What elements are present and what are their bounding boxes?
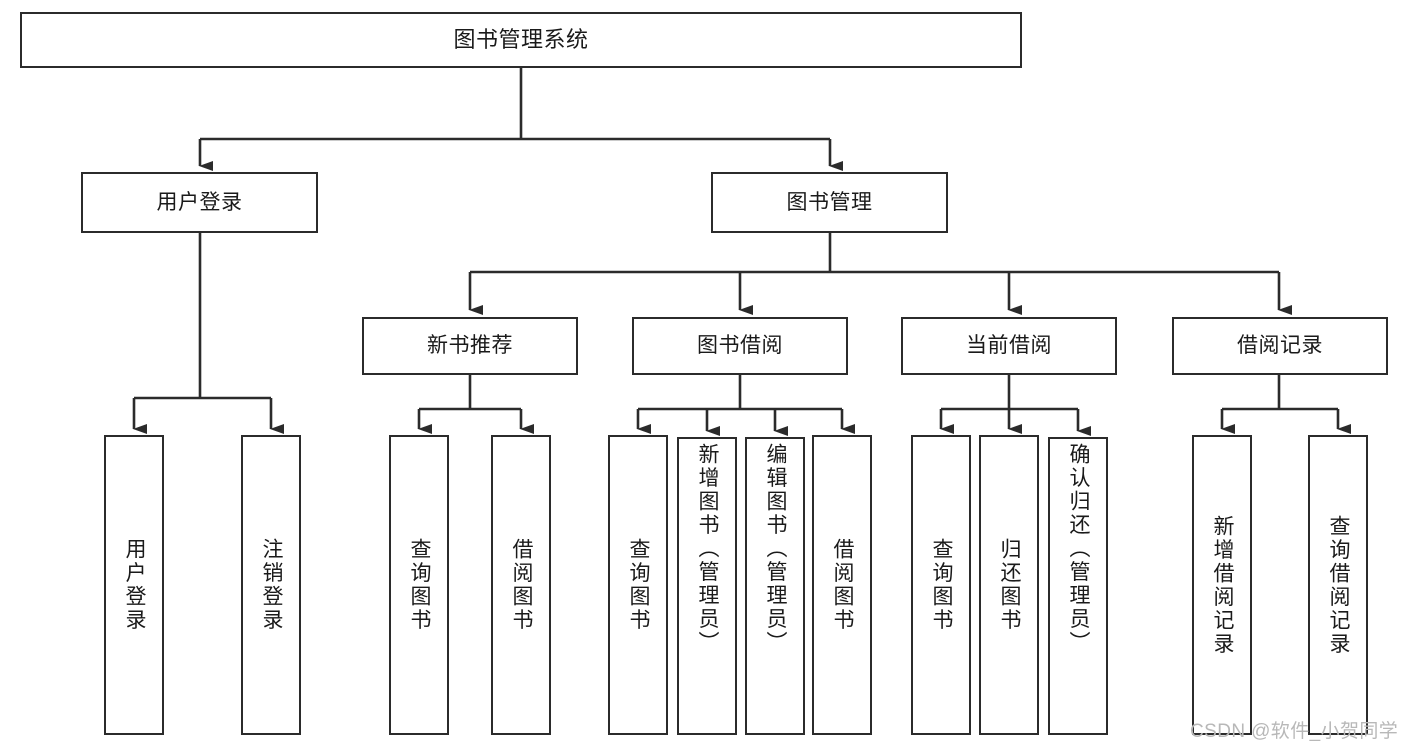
node-leaf-query-record-label: 查询借阅记录 <box>1327 514 1351 656</box>
node-leaf-logout[interactable]: 注销登录 <box>241 435 301 735</box>
node-book-manage-label: 图书管理 <box>786 190 873 214</box>
node-current-borrow[interactable]: 当前借阅 <box>901 317 1117 375</box>
node-user-login-label: 用户登录 <box>156 190 243 214</box>
node-book-manage[interactable]: 图书管理 <box>711 172 948 233</box>
node-leaf-query-book-3[interactable]: 查询图书 <box>911 435 971 735</box>
node-leaf-user-login[interactable]: 用户登录 <box>104 435 164 735</box>
node-leaf-query-book-2[interactable]: 查询图书 <box>608 435 668 735</box>
node-leaf-add-record-label: 新增借阅记录 <box>1211 514 1235 656</box>
node-leaf-edit-book[interactable]: 编辑图书（管理员） <box>745 437 805 735</box>
node-leaf-edit-book-label: 编辑图书（管理员） <box>764 443 788 655</box>
csdn-watermark: CSDN @软件_小贺同学 <box>1190 721 1399 742</box>
node-leaf-add-record[interactable]: 新增借阅记录 <box>1192 435 1252 735</box>
node-borrow-record[interactable]: 借阅记录 <box>1172 317 1388 375</box>
node-leaf-user-login-label: 用户登录 <box>123 538 147 632</box>
node-new-book-recommend-label: 新书推荐 <box>427 334 513 358</box>
node-book-borrow[interactable]: 图书借阅 <box>632 317 848 375</box>
node-root-label: 图书管理系统 <box>453 26 589 52</box>
node-user-login[interactable]: 用户登录 <box>81 172 318 233</box>
node-leaf-query-book-3-label: 查询图书 <box>930 538 954 632</box>
node-leaf-query-book-1-label: 查询图书 <box>408 538 432 632</box>
node-leaf-borrow-book-2[interactable]: 借阅图书 <box>812 435 872 735</box>
node-leaf-borrow-book-1[interactable]: 借阅图书 <box>491 435 551 735</box>
node-leaf-query-book-1[interactable]: 查询图书 <box>389 435 449 735</box>
node-leaf-confirm-return-label: 确认归还（管理员） <box>1067 443 1091 655</box>
node-leaf-borrow-book-2-label: 借阅图书 <box>831 538 855 632</box>
node-leaf-query-record[interactable]: 查询借阅记录 <box>1308 435 1368 735</box>
node-borrow-record-label: 借阅记录 <box>1237 334 1323 358</box>
node-root[interactable]: 图书管理系统 <box>20 12 1022 68</box>
node-leaf-return-book[interactable]: 归还图书 <box>979 435 1039 735</box>
node-leaf-logout-label: 注销登录 <box>260 538 284 632</box>
node-leaf-confirm-return[interactable]: 确认归还（管理员） <box>1048 437 1108 735</box>
node-leaf-add-book-label: 新增图书（管理员） <box>696 443 720 655</box>
node-leaf-query-book-2-label: 查询图书 <box>627 538 651 632</box>
node-current-borrow-label: 当前借阅 <box>966 334 1052 358</box>
node-leaf-add-book[interactable]: 新增图书（管理员） <box>677 437 737 735</box>
node-leaf-borrow-book-1-label: 借阅图书 <box>510 538 534 632</box>
node-book-borrow-label: 图书借阅 <box>697 334 783 358</box>
node-leaf-return-book-label: 归还图书 <box>998 538 1022 632</box>
node-new-book-recommend[interactable]: 新书推荐 <box>362 317 578 375</box>
